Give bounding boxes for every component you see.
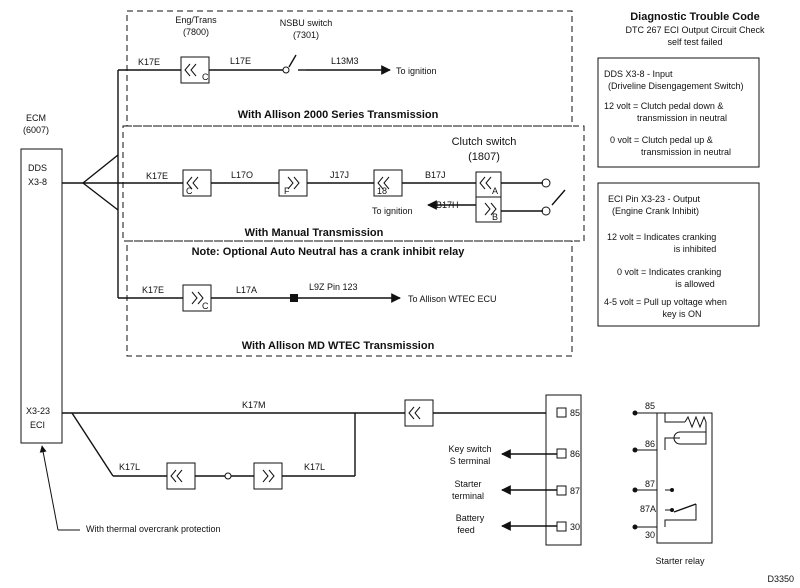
conn-f: F bbox=[284, 186, 290, 196]
ecm-box bbox=[20, 148, 63, 444]
conn-a: A bbox=[492, 186, 498, 196]
to-ignition-a: To ignition bbox=[396, 66, 437, 76]
wire-l17o: L17O bbox=[231, 170, 253, 180]
relay-pin-87: 87 bbox=[645, 479, 655, 489]
ecm-eci-label: ECI bbox=[30, 420, 45, 430]
relay-pin-87a: 87A bbox=[640, 504, 656, 514]
wire-k17e-c: K17E bbox=[142, 285, 164, 295]
terminal-87-label: 87 bbox=[570, 486, 580, 496]
relay-pin-86: 86 bbox=[645, 439, 655, 449]
battery-label: Battery bbox=[456, 513, 485, 523]
eci-info-title: ECI Pin X3-23 - Output bbox=[608, 194, 701, 204]
starter-label: Starter bbox=[454, 479, 481, 489]
allison-2000-circuit bbox=[118, 54, 391, 84]
eci-circuit bbox=[39, 399, 557, 531]
key-switch-label-2: S terminal bbox=[450, 456, 491, 466]
starter-relay-schematic bbox=[632, 410, 713, 544]
figure-id: D3350 bbox=[767, 574, 794, 584]
wire-k17m: K17M bbox=[242, 400, 266, 410]
conn-b: B bbox=[492, 212, 498, 222]
eci-info-line3b: key is ON bbox=[662, 309, 701, 319]
starter-relay-label: Starter relay bbox=[655, 556, 705, 566]
overcrank-note: With thermal overcrank protection bbox=[86, 524, 221, 534]
eng-trans-code: (7800) bbox=[183, 27, 209, 37]
eci-info-line1a: 12 volt = Indicates cranking bbox=[607, 232, 716, 242]
relay-terminal-block bbox=[545, 394, 582, 546]
terminal-86-label: 86 bbox=[570, 449, 580, 459]
dtc-subtitle-2: self test failed bbox=[667, 37, 722, 47]
relay-terminals bbox=[501, 407, 567, 532]
terminal-85-label: 85 bbox=[570, 408, 580, 418]
eci-info-line3a: 4-5 volt = Pull up voltage when bbox=[604, 297, 727, 307]
conn-c-c: C bbox=[202, 301, 209, 311]
nsbu-switch-label: NSBU switch bbox=[280, 18, 333, 28]
relay-pin-85: 85 bbox=[645, 401, 655, 411]
ecm-eci-pin: X3-23 bbox=[26, 406, 50, 416]
conn-18: 18 bbox=[377, 186, 387, 196]
eci-info-subtitle: (Engine Crank Inhibit) bbox=[612, 206, 699, 216]
dds-info-line2b: transmission in neutral bbox=[641, 147, 731, 157]
dds-info-subtitle: (Driveline Disengagement Switch) bbox=[608, 81, 744, 91]
wire-b17j: B17J bbox=[425, 170, 446, 180]
conn-c-a: C bbox=[202, 72, 209, 82]
wire-k17e-a: K17E bbox=[138, 57, 160, 67]
key-switch-label: Key switch bbox=[448, 444, 491, 454]
starter-label-2: terminal bbox=[452, 491, 484, 501]
wire-k17e-b: K17E bbox=[146, 171, 168, 181]
wire-l9z: L9Z Pin 123 bbox=[309, 282, 358, 292]
auto-neutral-note: Note: Optional Auto Neutral has a crank … bbox=[192, 246, 466, 258]
relay-pin-30: 30 bbox=[645, 530, 655, 540]
dds-info-box bbox=[597, 57, 760, 168]
ecm-dds-pin: X3-8 bbox=[28, 177, 47, 187]
eci-info-box bbox=[597, 182, 760, 327]
wire-b17h: B17H bbox=[436, 200, 459, 210]
wire-j17j: J17J bbox=[330, 170, 349, 180]
nsbu-switch-code: (7301) bbox=[293, 30, 319, 40]
wire-k17l-a: K17L bbox=[119, 462, 140, 472]
to-wtec-ecu: To Allison WTEC ECU bbox=[408, 294, 497, 304]
dtc-title: Diagnostic Trouble Code bbox=[630, 11, 760, 23]
ecm-code: (6007) bbox=[23, 125, 49, 135]
dtc-subtitle: DTC 267 ECI Output Circuit Check bbox=[625, 25, 765, 35]
ecm-dds-label: DDS bbox=[28, 163, 47, 173]
section-allison-2000 bbox=[126, 10, 573, 127]
wtec-circuit bbox=[118, 284, 401, 312]
wire-l13m3: L13M3 bbox=[331, 56, 359, 66]
dds-fanout bbox=[62, 70, 119, 298]
clutch-switch-label: Clutch switch bbox=[452, 136, 517, 148]
wire-l17e: L17E bbox=[230, 56, 251, 66]
section-title-manual: With Manual Transmission bbox=[245, 227, 384, 239]
dds-info-line1b: transmission in neutral bbox=[637, 113, 727, 123]
eci-info-line1b: is inhibited bbox=[674, 244, 717, 254]
ecm-label: ECM bbox=[26, 113, 46, 123]
wire-l17a: L17A bbox=[236, 285, 257, 295]
eci-info-line2a: 0 volt = Indicates cranking bbox=[617, 267, 721, 277]
battery-label-2: feed bbox=[457, 525, 475, 535]
eci-info-line2b: is allowed bbox=[675, 279, 715, 289]
dds-info-line1a: 12 volt = Clutch pedal down & bbox=[604, 101, 723, 111]
wire-k17l-b: K17L bbox=[304, 462, 325, 472]
section-title-allison-2000: With Allison 2000 Series Transmission bbox=[238, 109, 439, 121]
conn-c-b: C bbox=[186, 186, 193, 196]
section-title-wtec: With Allison MD WTEC Transmission bbox=[242, 340, 435, 352]
terminal-30-label: 30 bbox=[570, 522, 580, 532]
manual-circuit bbox=[118, 169, 566, 223]
dds-info-line2a: 0 volt = Clutch pedal up & bbox=[610, 135, 713, 145]
eng-trans-label: Eng/Trans bbox=[175, 15, 217, 25]
dds-info-title: DDS X3-8 - Input bbox=[604, 69, 673, 79]
to-ignition-b: To ignition bbox=[372, 206, 413, 216]
clutch-switch-code: (1807) bbox=[468, 151, 500, 163]
